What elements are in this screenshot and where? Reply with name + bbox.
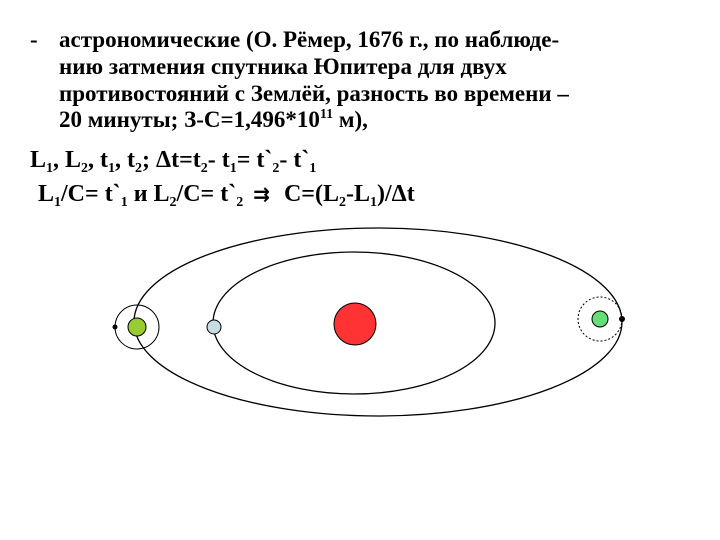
formula-t1: , t	[88, 147, 109, 173]
formula-l2-symbol: L	[153, 181, 170, 207]
formula-eq-tprime: = t`	[236, 147, 273, 173]
text-line-4-a: 20 минуты; З-С=1,496*10	[59, 107, 320, 132]
formula-over-c: /C= t`	[61, 181, 121, 207]
text-line-1: -астрономические (О. Рёмер, 1676 г., по …	[30, 28, 559, 51]
jupiter-right	[591, 310, 609, 328]
formula-l1-symbol: L	[30, 147, 47, 173]
formula-minus-l: -L	[345, 181, 370, 207]
formula-line-1: L1, L2, t1, t2; Δt=t2- t1= t`2- t`1	[30, 147, 316, 176]
jupiter-orbit	[133, 227, 623, 417]
moon-right	[619, 316, 625, 322]
jupiter-left	[127, 317, 147, 337]
formula-sub: 1	[120, 195, 128, 210]
formula-l1-symbol: L	[38, 181, 55, 207]
formula-sub: 1	[108, 161, 116, 176]
formula-sub: 1	[46, 161, 54, 176]
moon-left	[112, 324, 118, 330]
formula-close: )/Δt	[376, 181, 415, 207]
formula-sub: 2	[236, 195, 244, 210]
bullet-dash: -	[30, 27, 38, 52]
formula-l2-symbol: L	[65, 147, 82, 173]
formula-over-c: /C= t`	[176, 181, 237, 207]
exponent: 11	[319, 107, 334, 122]
formula-sub: 2	[135, 161, 143, 176]
formula-comma: ,	[53, 147, 66, 173]
formula-sub: 2	[338, 195, 346, 210]
formula-and: и	[133, 181, 148, 207]
formula-sub: 1	[369, 195, 377, 210]
text-line-4: 20 минуты; З-С=1,496*1011 м),	[59, 107, 368, 132]
formula-minus-t: - t	[207, 147, 230, 173]
formula-sub: 2	[169, 195, 177, 210]
formula-sub: 1	[229, 161, 237, 176]
text-line-4-b: м),	[333, 107, 368, 132]
formula-c-eq: C=(L	[283, 181, 339, 207]
formula-delta-t: ; Δt=t	[142, 147, 201, 173]
formula-minus-tprime: - t`	[279, 147, 310, 173]
formula-sub: 2	[81, 161, 89, 176]
sun	[333, 302, 377, 346]
formula-sub: 1	[309, 161, 317, 176]
formula-t2: , t	[115, 147, 136, 173]
text-line-3: противостояний с Землёй, разность во вре…	[59, 81, 569, 106]
formula-sub: 2	[272, 161, 280, 176]
formula-sub: 1	[54, 195, 62, 210]
formula-sub: 2	[200, 161, 208, 176]
text-line-1-content: астрономические (О. Рёмер, 1676 г., по н…	[59, 27, 560, 52]
earth	[206, 319, 222, 335]
implies-arrow-icon: ⇉	[253, 182, 270, 206]
text-line-2: нию затмения спутника Юпитера для двух	[59, 54, 507, 79]
